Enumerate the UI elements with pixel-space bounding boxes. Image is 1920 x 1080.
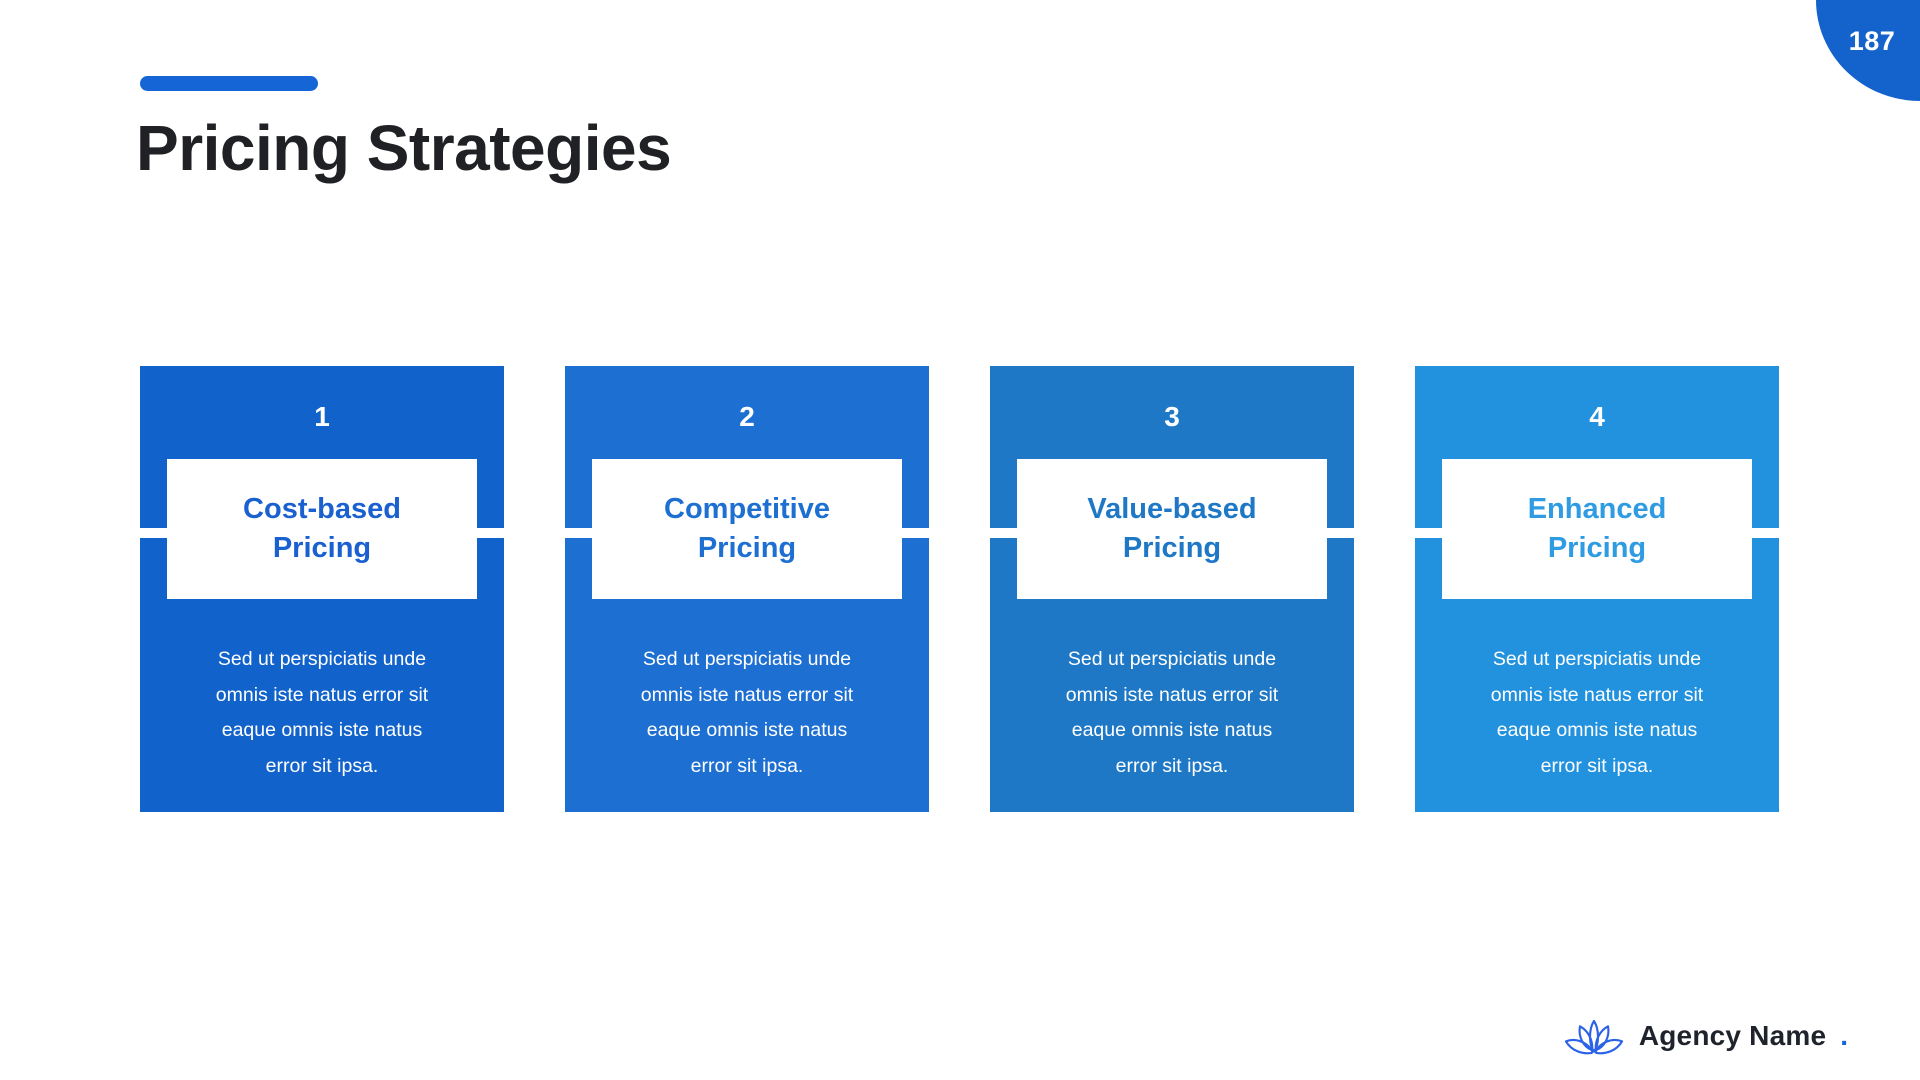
card-number: 1 xyxy=(314,401,330,432)
card-number: 2 xyxy=(739,401,755,432)
page-number: 187 xyxy=(1848,26,1896,56)
card-description: Sed ut perspiciatis unde omnis iste natu… xyxy=(215,648,429,777)
lotus-icon xyxy=(1563,1014,1625,1058)
page-number-badge: 187 xyxy=(1816,0,1920,101)
pricing-card-2: 2 Sed ut perspiciatis unde omnis iste na… xyxy=(565,366,929,812)
card-description: Sed ut perspiciatis unde omnis iste natu… xyxy=(1490,648,1704,777)
agency-brand: Agency Name. xyxy=(1563,1014,1848,1058)
title-accent-bar xyxy=(140,76,318,91)
pricing-cards-row: 1 Sed ut perspiciatis unde omnis iste na… xyxy=(140,366,1779,812)
card-description: Sed ut perspiciatis unde omnis iste natu… xyxy=(1065,648,1279,777)
card-title: Value-based Pricing xyxy=(1087,493,1257,564)
card-title-box: Enhanced Pricing xyxy=(1442,459,1752,599)
card-title-box: Value-based Pricing xyxy=(1017,459,1327,599)
card-title-box: Cost-based Pricing xyxy=(167,459,477,599)
card-description: Sed ut perspiciatis unde omnis iste natu… xyxy=(640,648,854,777)
brand-name: Agency Name xyxy=(1638,1020,1827,1051)
card-title: Cost-based Pricing xyxy=(243,493,401,564)
card-number: 3 xyxy=(1164,401,1180,432)
card-title-box: Competitive Pricing xyxy=(592,459,902,599)
pricing-card-3: 3 Sed ut perspiciatis unde omnis iste na… xyxy=(990,366,1354,812)
page-title: Pricing Strategies xyxy=(136,112,672,184)
card-number: 4 xyxy=(1589,401,1605,432)
card-title: Competitive Pricing xyxy=(664,493,830,564)
pricing-card-4: 4 Sed ut perspiciatis unde omnis iste na… xyxy=(1415,366,1779,812)
pricing-card-1: 1 Sed ut perspiciatis unde omnis iste na… xyxy=(140,366,504,812)
brand-dot: . xyxy=(1840,1020,1848,1051)
card-title: Enhanced Pricing xyxy=(1527,493,1667,564)
